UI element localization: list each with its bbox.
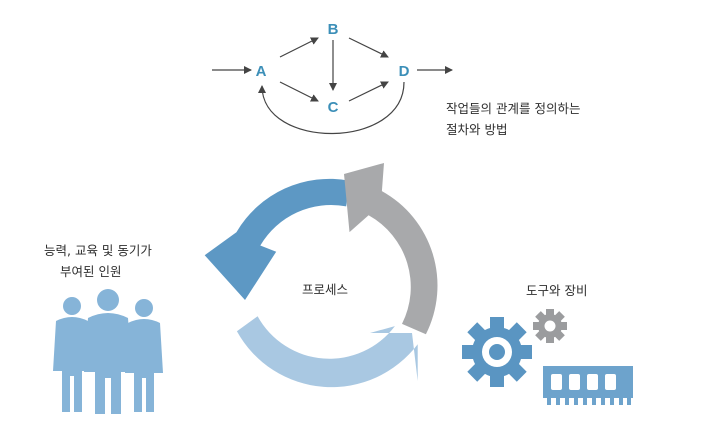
gear-large-icon <box>462 317 532 387</box>
arrow-a-to-c <box>279 81 319 102</box>
person-left <box>53 297 91 412</box>
person-right <box>125 299 163 412</box>
flow-graph: A B C D <box>212 21 453 135</box>
cycle-arrow-gray <box>344 163 438 335</box>
process-cycle: 프로세스 <box>204 163 438 388</box>
node-d: D <box>399 63 410 80</box>
memory-chip-icon <box>543 366 633 405</box>
flow-caption-line1: 작업들의 관계를 정의하는 <box>446 101 581 116</box>
cycle-arrow-dark-blue <box>204 178 350 300</box>
cycle-arrow-light-blue <box>236 316 418 388</box>
tools-label: 도구와 장비 <box>526 283 588 298</box>
people-icon <box>53 289 163 414</box>
arrow-c-to-d <box>348 81 389 102</box>
node-c: C <box>328 99 339 116</box>
arrow-a-to-b <box>279 37 319 58</box>
person-center <box>84 289 132 414</box>
node-a: A <box>256 63 267 80</box>
people-label-line2: 부여된 인원 <box>60 264 122 279</box>
arrow-d-to-a-loop <box>258 81 405 135</box>
flow-caption-line2: 절차와 방법 <box>446 122 508 137</box>
people-label-line1: 능력, 교육 및 동기가 <box>44 243 152 258</box>
gear-small-icon <box>533 309 567 343</box>
arrow-b-to-d <box>348 37 389 58</box>
node-b: B <box>328 21 339 38</box>
cycle-center-label: 프로세스 <box>302 282 348 297</box>
